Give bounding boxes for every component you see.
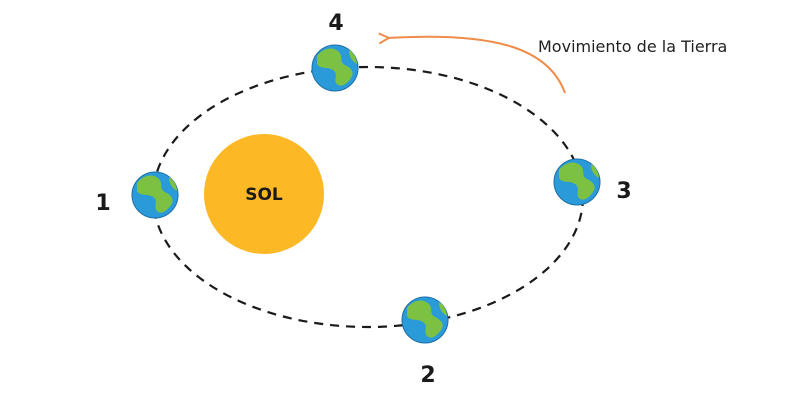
sun: SOL <box>204 134 324 254</box>
position-1-label: 1 <box>95 191 110 216</box>
earth-icon <box>401 296 449 344</box>
earth-position-2 <box>401 296 449 344</box>
motion-label: Movimiento de la Tierra <box>538 37 727 56</box>
position-3-label: 3 <box>616 179 631 204</box>
sun-disk <box>204 134 324 254</box>
earth-icon <box>131 171 179 219</box>
earth-icon <box>311 44 359 92</box>
sun-label: SOL <box>245 185 283 205</box>
position-4-label: 4 <box>328 11 343 36</box>
earth-position-1 <box>131 171 179 219</box>
earth-icon <box>553 158 601 206</box>
motion-arrow <box>387 37 566 94</box>
earth-position-4 <box>311 44 359 92</box>
position-2-label: 2 <box>420 363 435 388</box>
earth-position-3 <box>553 158 601 206</box>
